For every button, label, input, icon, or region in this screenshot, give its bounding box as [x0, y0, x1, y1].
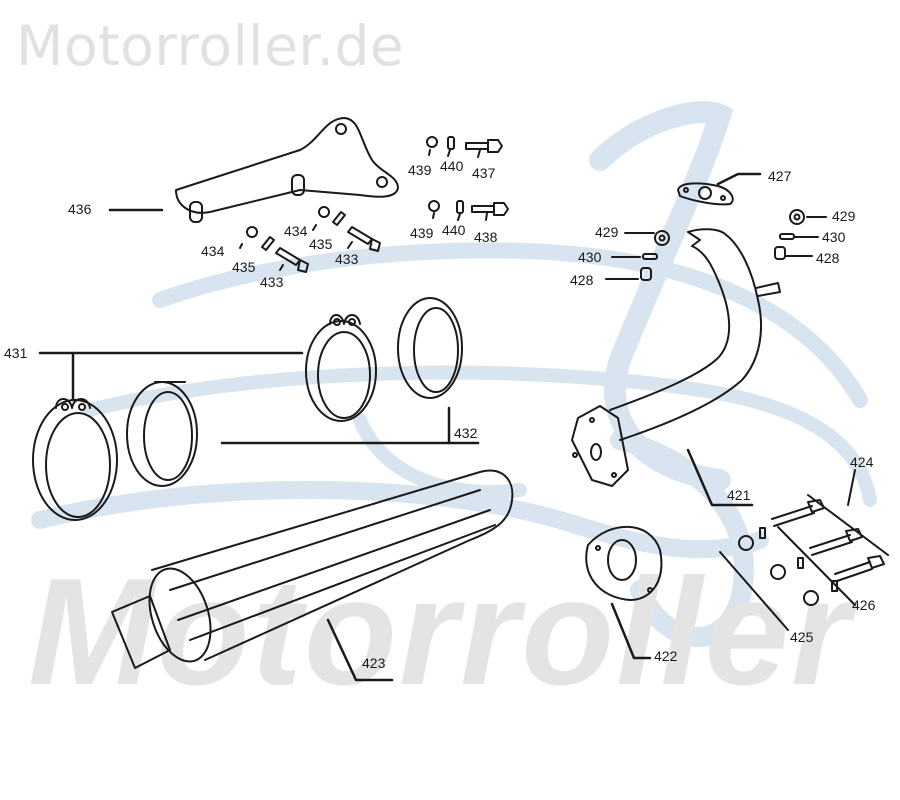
hardware-437-set [426, 136, 503, 158]
site-brand-header: Motorroller.de [16, 14, 405, 78]
nut-set-right [774, 209, 827, 260]
hardware-433-set-b [239, 226, 309, 273]
part-label-427: 427 [768, 168, 792, 184]
part-label-431: 431 [4, 345, 28, 361]
part-label-439: 439 [410, 225, 434, 241]
clamp-431-left [32, 398, 118, 521]
muffler-bracket-436 [175, 117, 399, 223]
part-label-438: 438 [474, 229, 498, 245]
part-label-422: 422 [654, 648, 678, 664]
part-label-435: 435 [309, 236, 333, 252]
muffler-423 [111, 469, 514, 669]
part-label-429: 429 [832, 208, 856, 224]
part-label-433: 433 [260, 274, 284, 290]
part-label-428: 428 [816, 250, 840, 266]
part-label-429: 429 [595, 224, 619, 240]
leaders-424-426 [719, 469, 889, 631]
sleeve-432-right [397, 297, 463, 399]
part-label-430: 430 [578, 249, 602, 265]
exhaust-pipe-421 [571, 228, 781, 487]
flange-gasket-422 [585, 525, 663, 601]
part-label-434: 434 [284, 223, 308, 239]
washers-425 [738, 527, 838, 606]
part-label-436: 436 [68, 201, 92, 217]
part-label-437: 437 [472, 165, 496, 181]
part-label-421: 421 [727, 487, 751, 503]
clamp-431-right [305, 314, 377, 422]
nut-set-left [605, 230, 670, 281]
hardware-433-set-a [312, 206, 381, 252]
part-label-424: 424 [850, 454, 874, 470]
part-label-439: 439 [408, 162, 432, 178]
part-label-423: 423 [362, 655, 386, 671]
part-label-433: 433 [335, 251, 359, 267]
part-label-432: 432 [454, 425, 478, 441]
part-label-435: 435 [232, 259, 256, 275]
gasket-427 [677, 172, 762, 206]
part-label-434: 434 [201, 243, 225, 259]
part-label-428: 428 [570, 272, 594, 288]
part-label-440: 440 [440, 158, 464, 174]
part-label-426: 426 [852, 597, 876, 613]
sleeve-432-left [126, 381, 198, 487]
part-label-440: 440 [442, 222, 466, 238]
part-label-430: 430 [822, 229, 846, 245]
leader-431 [38, 351, 304, 402]
part-label-425: 425 [790, 629, 814, 645]
brand-watermark: Motorroller [28, 547, 853, 717]
leader-432 [220, 406, 480, 445]
hardware-438-set [428, 200, 509, 221]
